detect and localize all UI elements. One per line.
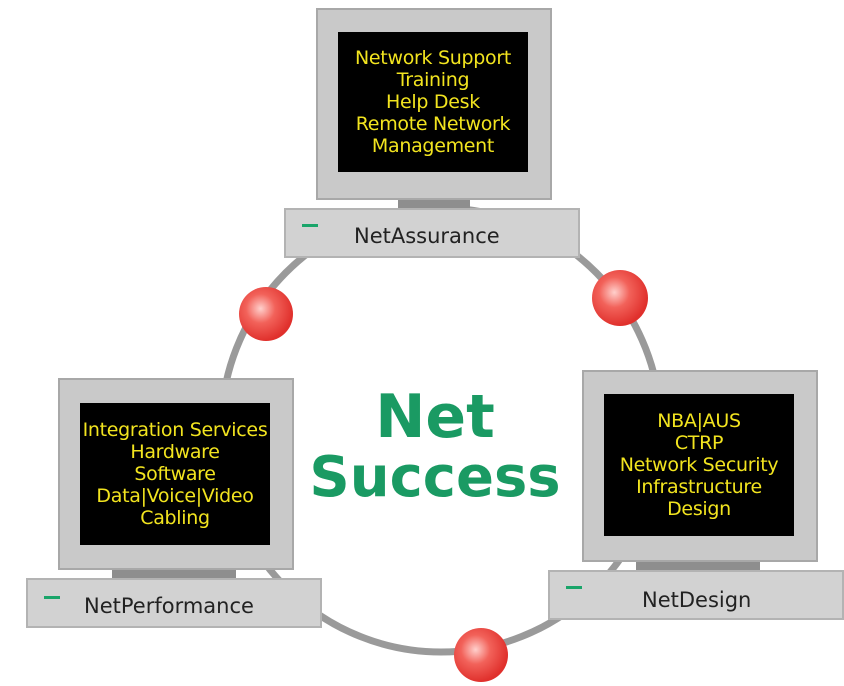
power-led [44, 596, 60, 599]
power-led [302, 224, 318, 227]
screen-line: Integration Services [82, 419, 268, 441]
monitor-screen: Integration Services Hardware Software D… [80, 403, 270, 545]
power-led [566, 586, 582, 589]
monitor-neck [398, 200, 470, 208]
node-label: NetAssurance [354, 224, 500, 248]
connector-dot-left [239, 287, 293, 341]
screen-line: Infrastructure [636, 476, 762, 498]
screen-line: Design [667, 498, 731, 520]
screen-line: Network Support [355, 47, 511, 69]
screen-line: Network Security [619, 454, 779, 476]
center-title-line1: Net [375, 382, 495, 452]
screen-line: Remote Network [355, 113, 511, 135]
monitor-base: NetDesign [548, 570, 844, 620]
connector-dot-right [592, 270, 648, 326]
node-label: NetPerformance [84, 594, 254, 618]
monitor-base: NetAssurance [284, 208, 580, 258]
monitor-screen: Network Support Training Help Desk Remot… [338, 32, 528, 172]
node-label: NetDesign [642, 588, 752, 612]
monitor-neck [636, 562, 760, 570]
screen-line: Data|Voice|Video [96, 485, 254, 507]
screen-line: CTRP [674, 432, 724, 454]
screen-line: Hardware [130, 441, 220, 463]
center-title: Net Success [300, 385, 570, 507]
screen-line: NBA|AUS [657, 410, 741, 432]
connector-dot-bottom [454, 628, 508, 682]
monitor-base: NetPerformance [26, 578, 322, 628]
screen-line: Training [396, 69, 470, 91]
monitor-neck [112, 570, 236, 578]
screen-line: Cabling [140, 507, 210, 529]
screen-line: Software [134, 463, 216, 485]
screen-line: Help Desk [386, 91, 480, 113]
screen-line: Management [371, 135, 495, 157]
center-title-line2: Success [309, 445, 561, 510]
monitor-screen: NBA|AUS CTRP Network Security Infrastruc… [604, 394, 794, 536]
